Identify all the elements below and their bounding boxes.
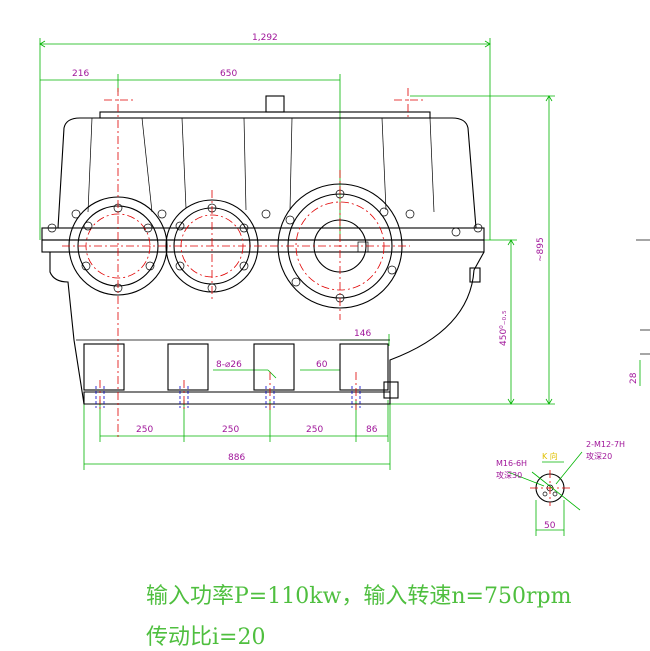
- dim-spacing-1: 250: [136, 425, 153, 435]
- dim-bolt-holes: 8-⌀26: [216, 360, 242, 370]
- k-view-detail: [507, 451, 583, 536]
- hidden-lines: [95, 386, 361, 408]
- detail-thread-right: 2-M12-7H: [586, 440, 625, 449]
- detail-thread-left: M16-6H: [496, 459, 527, 468]
- detail-view-label: K 向: [542, 451, 558, 461]
- dim-left-offset: 216: [72, 69, 89, 79]
- dim-side-small: 28: [629, 372, 639, 384]
- dim-center-distance: 650: [220, 69, 237, 79]
- dim-end-offset: 86: [366, 425, 378, 435]
- dim-spacing-2: 250: [222, 425, 239, 435]
- detail-depth-right: 攻深20: [586, 451, 612, 461]
- side-view-partial: [636, 239, 650, 386]
- gearbox-housing: [41, 95, 485, 405]
- detail-width: 50: [544, 521, 556, 531]
- dim-foot-width: 146: [354, 329, 371, 339]
- center-lines: [62, 88, 424, 440]
- dimension-texts: 1,292 216 650 ~895 450⁰₋₀.₅ 146 8-⌀26 60…: [72, 33, 639, 531]
- detail-depth-left: 攻深30: [496, 470, 522, 480]
- dim-height: ~895: [536, 237, 546, 262]
- dim-overall-length: 1,292: [252, 33, 278, 43]
- note-transmission-ratio: 传动比i=20: [146, 625, 266, 650]
- dim-base-length: 886: [228, 453, 245, 463]
- note-input-power-speed: 输入功率P=110kw，输入转速n=750rpm: [146, 584, 572, 609]
- dimension-lines: [39, 38, 555, 470]
- dim-spacing-3: 250: [306, 425, 323, 435]
- dim-slot: 60: [316, 360, 328, 370]
- dim-center-height: 450⁰₋₀.₅: [499, 310, 509, 346]
